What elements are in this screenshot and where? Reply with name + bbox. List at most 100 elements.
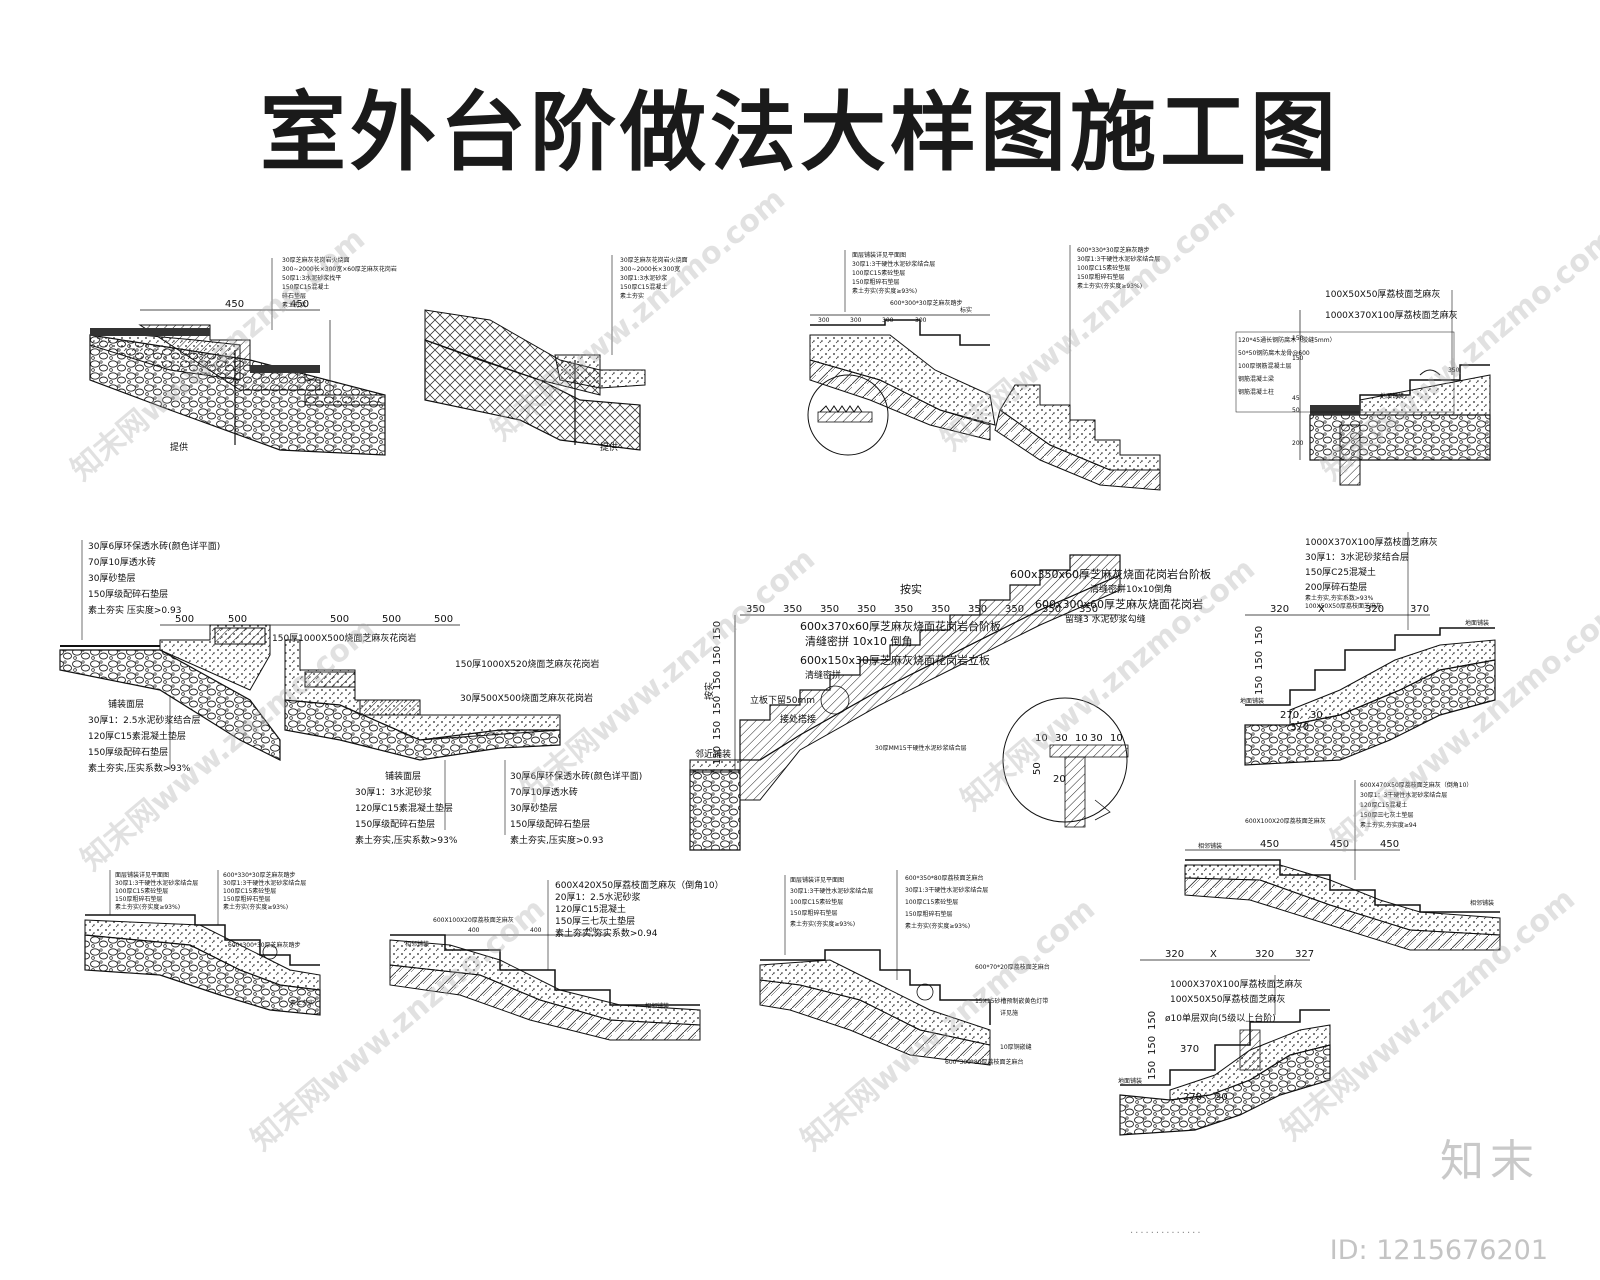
detail-5-dim: 500 [228,614,247,625]
detail-6-detail-dim: 30 [1055,733,1068,744]
detail-6-labels-center: 600x370x60厚芝麻灰烧面花岗岩台阶板 清缝密拼 10x10 倒角 600… [800,619,1001,681]
detail-2-labels: 30厚芝麻灰花岗岩火烧面 300~2000长×300宽 30厚1:3水泥砂浆 1… [620,256,688,300]
detail-7-dim: 320 [1365,604,1384,615]
detail-5-left-bottom-label: 150厚级配碎石垫层 [88,746,168,758]
detail-6-vert-dim: 150 [712,721,723,740]
detail-7-label: 1000X370X100厚荔枝面芝麻灰 [1305,536,1438,548]
detail-6-dim: 350 [820,604,839,615]
detail-12-label: 1000X370X100厚荔枝面芝麻灰 [1170,978,1303,990]
detail-12-dim: 327 [1295,949,1314,960]
detail-6-top: 按实 [900,582,922,596]
detail-5-step-block-3 [359,699,421,716]
detail-12-label: 100X50X50厚荔枝面芝麻灰 [1170,993,1285,1005]
detail-6-label-r: 600x350x60厚芝麻灰烧面花岗岩台阶板 [1010,567,1211,581]
detail-6-vert-dim: 150 [712,646,723,665]
detail-6-label-c: 600x150x30厚芝麻灰烧面花岗岩立板 [800,653,990,667]
detail-10-label: 20厚1：2.5水泥砂浆 [555,891,641,903]
detail-6-stair-lower [739,574,1121,801]
detail-5-right-bottom-label: 素土夯实,压实度>0.93 [510,834,603,846]
detail-5-center-bottom-label: 铺装面层 [385,770,421,782]
detail-1-dim: 450 [290,299,309,310]
detail-6-label-c: 600x370x60厚芝麻灰烧面花岗岩台阶板 [800,619,1001,633]
detail-5-mid-r: 150厚1000X520烧面芝麻灰花岗岩 [455,658,599,670]
detail-6-vert-dim: 150 [712,696,723,715]
detail-6-detail-dim: 30 [1090,733,1103,744]
detail-3-labels-right: 600*330*30厚芝麻灰踏步 30厚1:3干硬性水泥砂浆结合层 100厚C1… [1077,246,1160,290]
detail-9-label: 面层铺装详见平面图 [115,871,169,879]
detail-1-label: 50厚1:3水泥砂浆找平 [282,274,341,282]
detail-1-caption: 提供 [170,441,188,453]
detail-11-label-r: 600*350*80厚荔枝面芝麻台 [905,874,984,882]
detail-5-label: 30厚6厚环保透水砖(颜色详平面) [88,540,220,552]
detail-9-label: 100厚C15素砼垫层 [115,887,168,895]
detail-3: 300 300 300 300 标实 600*300*30厚芝麻灰踏步 面层铺装… [807,245,1161,491]
detail-6-label-c: 清缝密拼 [805,669,841,681]
detail-4-dim: 150 [1292,335,1304,342]
detail-11-r3: 详见施 [1000,1009,1018,1017]
detail-11-labels: 面层铺装详见平面图 30厚1:3干硬性水泥砂浆结合层 100厚C15素砼垫层 1… [790,876,873,928]
detail-3-label-r: 素土夯实(夯实度≥93%) [1077,282,1142,290]
detail-10-label: 120厚C15混凝土 [555,903,626,915]
detail-5-dim: 500 [175,614,194,625]
detail-7-ground [1245,627,1495,706]
detail-7-label: 200厚碎石垫层 [1305,581,1367,593]
detail-5-label: 70厚10厚透水砖 [88,556,156,568]
detail-2-label: 150厚C15混凝土 [620,283,667,291]
detail-4-ground-label: 地面铺装 [1380,392,1404,400]
detail-6-dim: 350 [1079,604,1098,615]
detail-5-left-bottom: 铺装面层 30厚1：2.5水泥砂浆结合层 120厚C15素混凝土垫层 150厚级… [88,698,201,774]
detail-2-label: 300~2000长×300宽 [620,265,680,273]
detail-2-label: 素土夯实 [620,292,644,300]
detail-10-label: 素土夯实,夯实系数>0.94 [555,927,658,939]
detail-12-vert: 150 [1147,1036,1158,1055]
detail-9-label: 素土夯实(夯实度≥93%) [115,903,180,911]
detail-3-label-r: 30厚1:3干硬性水泥砂浆结合层 [1077,255,1160,263]
detail-5: 500 500 500 500 500 30厚6厚环保透水砖(颜色详平面) 70… [59,540,642,846]
detail-6-note: 30厚MM15干硬性水泥砂浆结合层 [875,744,967,752]
detail-12-dim: 320 [1255,949,1274,960]
detail-5-labels: 30厚6厚环保透水砖(颜色详平面) 70厚10厚透水砖 30厚砂垫层 150厚级… [88,540,220,616]
detail-3-top: 600*300*30厚芝麻灰踏步 [890,299,963,307]
detail-4-column [1339,424,1361,486]
detail-1-label: 素土夯实 [282,301,306,309]
detail-12-dim: 320 [1165,949,1184,960]
detail-3-dim: 300 [882,317,894,324]
detail-3-stair2-soil [994,409,1161,491]
detail-2: 30厚芝麻灰花岗岩火烧面 300~2000长×300宽 30厚1:3水泥砂浆 1… [424,255,688,453]
detail-1-right-base [304,394,386,406]
detail-3-lower-soil [809,359,991,441]
detail-11-r1: 600*70*20厚荔枝面芝麻台 [975,963,1050,971]
detail-6-vert-dim: 150 [712,746,723,765]
detail-11-label-r: 素土夯实(夯实度≥93%) [905,922,970,930]
detail-1-step-slab [250,365,320,373]
detail-9-label-r: 30厚1:3干硬性水泥砂浆结合层 [223,879,306,887]
detail-2-caption: 提供 [600,441,618,453]
detail-3-mid: 标实 [960,306,972,314]
detail-5-center-bottom-label: 30厚1：3水泥砂浆 [355,786,432,798]
detail-3-ground [810,319,990,346]
detail-5-dim: 500 [382,614,401,625]
detail-6-vert-dim: 150 [712,621,723,640]
detail-7-label: 30厚1：3水泥砂浆结合层 [1305,551,1409,563]
detail-5-step-block-2 [304,671,356,688]
detail-6-left: 立板下留50mm 接处搭接 邻近铺装 [695,694,816,760]
detail-5-label: 30厚砂垫层 [88,572,135,584]
detail-3-label: 100厚C15素砼垫层 [852,269,905,277]
detail-7-labels: 1000X370X100厚荔枝面芝麻灰 30厚1：3水泥砂浆结合层 150厚C2… [1305,536,1438,610]
detail-11-label-r: 150厚粗碎石垫层 [905,910,952,918]
detail-12: 320 X 320 327 1000X370X100厚荔枝面芝麻灰 100X50… [1118,949,1331,1136]
detail-8-label: 120厚C15混凝土 [1360,801,1407,809]
detail-7-label: 素土夯实,夯实系数>93% [1305,594,1374,602]
detail-6-detail-dim: 10 [1110,733,1123,744]
detail-6-dim: 350 [968,604,987,615]
detail-6-vert-dim: 150 [712,671,723,690]
detail-4-label: 1000X370X100厚荔枝面芝麻灰 [1325,309,1458,321]
detail-3-label: 30厚1:3干硬性水泥砂浆结合层 [852,260,935,268]
detail-11-label-r: 30厚1:3干硬性水泥砂浆结合层 [905,886,988,894]
detail-6-dims: 350 350 350 350 350 350 350 350 350 350 [746,604,1098,615]
detail-7-dim: 320 [1270,604,1289,615]
detail-8-soil [1184,877,1501,951]
detail-6-detail-dim: 10 [1035,733,1048,744]
detail-1-labels: 30厚芝麻灰花岗岩火烧面 300~2000长×300宽×60厚芝麻灰花岗岩 50… [271,256,397,330]
